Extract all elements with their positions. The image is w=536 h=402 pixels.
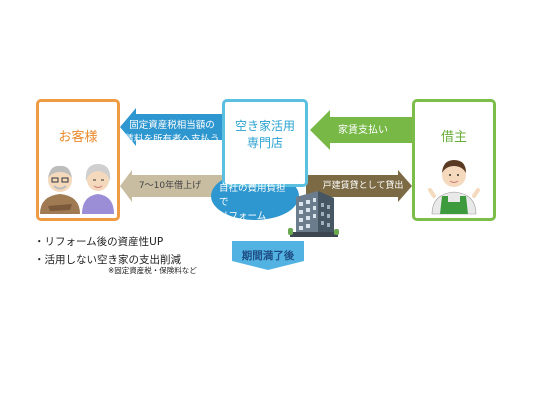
- after-term-label: 期間満了後: [241, 250, 295, 262]
- store-box: [222, 99, 308, 187]
- sublease-label: 戸建賃貸として貸出: [322, 181, 404, 191]
- lease-arrow: [120, 170, 224, 202]
- customer-title: お客様: [58, 130, 98, 145]
- payout-label: 固定資産税相当額の 賃料を所有者へ支払う: [124, 120, 220, 145]
- after-term-arrow: [232, 241, 304, 270]
- rent-pay-arrow: [310, 110, 412, 150]
- reform-label: 自社の費用負担で リフォーム: [219, 183, 286, 222]
- customer-box: [36, 99, 120, 221]
- sublease-arrow: [306, 170, 412, 202]
- building-icon: [288, 191, 339, 237]
- lease-label: 7～10年借上げ: [138, 181, 202, 191]
- store-title: 空き家活用 専門店: [234, 119, 295, 150]
- benefit-item: ・リフォーム後の資産性UP: [34, 236, 164, 248]
- rent-pay-label: 家賃支払い: [338, 125, 388, 136]
- benefit-note: ※固定資産税・保険料など: [108, 266, 197, 275]
- payout-arrow: [120, 108, 222, 146]
- benefit-item: ・活用しない空き家の支出削減: [34, 254, 181, 266]
- tenant-title: 借主: [440, 130, 467, 145]
- tenant-box: [412, 99, 496, 221]
